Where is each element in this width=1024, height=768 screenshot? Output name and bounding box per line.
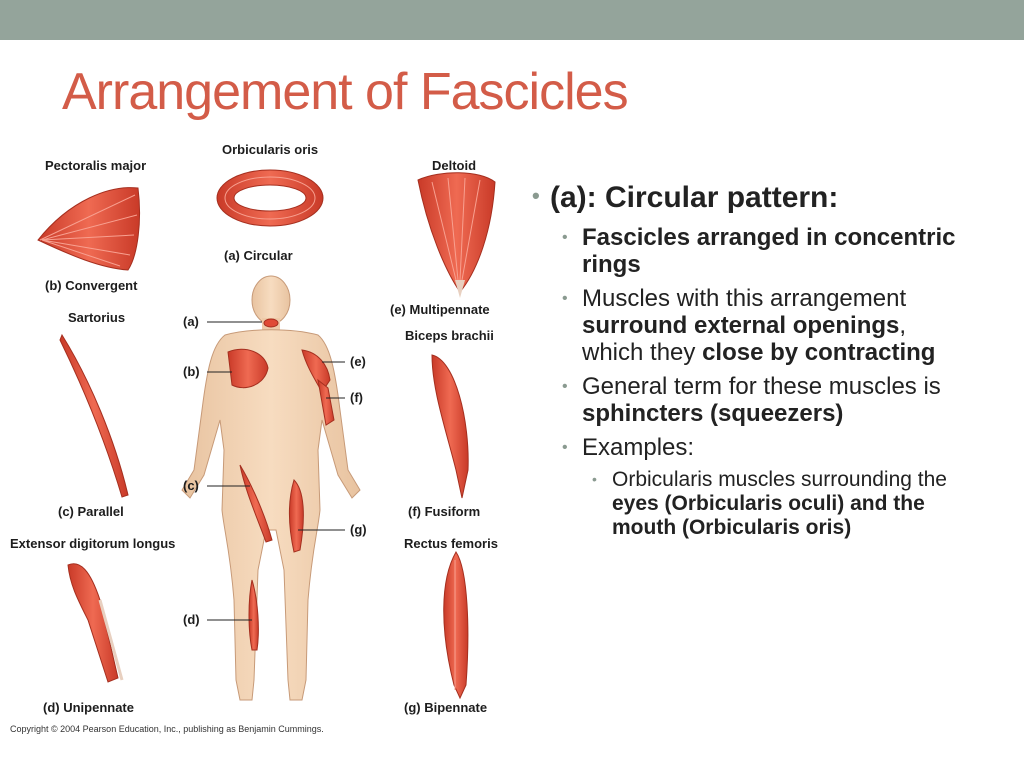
slide-title: Arrangement of Fascicles: [62, 63, 629, 121]
deltoid-muscle: [417, 172, 496, 298]
bullet-orbicularis: • Orbicularis muscles surrounding the ey…: [530, 468, 970, 540]
muscle-illustration: [37, 169, 496, 701]
bullet-dot-icon: •: [562, 378, 568, 395]
bullet-concentric-text: Fascicles arranged in concentric rings: [582, 224, 956, 278]
callout-g: (g): [350, 522, 367, 537]
label-biceps-brachii: Biceps brachii: [405, 328, 494, 343]
bullet-sphincters-bold: sphincters (squeezers): [582, 400, 844, 427]
orbicularis-oris-muscle: [216, 169, 324, 227]
label-convergent: (b) Convergent: [45, 278, 138, 293]
bullet-dot-icon: •: [562, 290, 568, 307]
bullet-sphincters: • General term for these muscles is sphi…: [530, 373, 970, 427]
bullet-surround-bold1: surround external openings: [582, 312, 900, 339]
top-bar: [0, 0, 1024, 40]
bullet-sphincters-pre: General term for these muscles is: [582, 373, 941, 400]
sartorius-muscle: [59, 333, 129, 498]
label-extensor-digitorum-longus: Extensor digitorum longus: [10, 536, 176, 551]
bullet-list: • (a): Circular pattern: • Fascicles arr…: [530, 178, 970, 544]
label-deltoid: Deltoid: [432, 158, 477, 173]
bullet-dot-icon: •: [562, 439, 568, 456]
bullet-dot-icon: •: [532, 183, 540, 208]
callout-f: (f): [350, 390, 363, 405]
bullet-examples: • Examples:: [530, 434, 970, 461]
label-pectoralis-major: Pectoralis major: [45, 158, 147, 173]
callout-c: (c): [183, 478, 199, 493]
label-circular: (a) Circular: [224, 248, 293, 263]
label-rectus-femoris: Rectus femoris: [404, 536, 498, 551]
extensor-digitorum-longus-muscle: [67, 563, 124, 683]
bullet-orbicularis-pre: Orbicularis muscles surrounding the: [612, 468, 947, 491]
label-parallel: (c) Parallel: [58, 504, 124, 519]
label-fusiform: (f) Fusiform: [408, 504, 481, 519]
copyright-notice: Copyright © 2004 Pearson Education, Inc.…: [10, 724, 324, 734]
label-orbicularis-oris: Orbicularis oris: [222, 142, 319, 157]
label-sartorius: Sartorius: [68, 310, 126, 325]
bullet-surround-pre: Muscles with this arrangement: [582, 285, 907, 312]
label-multipennate: (e) Multipennate: [390, 302, 490, 317]
bullet-dot-icon: •: [592, 471, 597, 487]
callout-a: (a): [183, 314, 199, 329]
callout-d: (d): [183, 612, 200, 627]
label-bipennate: (g) Bipennate: [404, 700, 488, 715]
bullet-dot-icon: •: [562, 229, 568, 246]
fascicle-figure: Pectoralis major Orbicularis oris Deltoi…: [0, 130, 525, 745]
bullet-concentric: • Fascicles arranged in concentric rings: [530, 224, 970, 278]
callout-b: (b): [183, 364, 200, 379]
bullet-orbicularis-bold: eyes (Orbicularis oculi) and the mouth (…: [612, 492, 925, 539]
bullet-surround-bold2: close by contracting: [702, 339, 936, 366]
callout-e: (e): [350, 354, 366, 369]
biceps-brachii-muscle: [431, 354, 469, 499]
bullet-examples-text: Examples:: [582, 434, 695, 461]
bullet-surround-mid: , which they: [582, 312, 907, 366]
bullet-surround: • Muscles with this arrangement surround…: [530, 285, 970, 366]
label-unipennate: (d) Unipennate: [43, 700, 134, 715]
bullet-heading: • (a): Circular pattern:: [530, 178, 970, 218]
callout-lines: [207, 321, 345, 621]
pectoralis-major-muscle: [37, 187, 140, 271]
rectus-femoris-muscle: [443, 551, 469, 700]
human-body: [181, 275, 361, 701]
bullet-heading-text: (a): Circular pattern:: [550, 181, 839, 214]
